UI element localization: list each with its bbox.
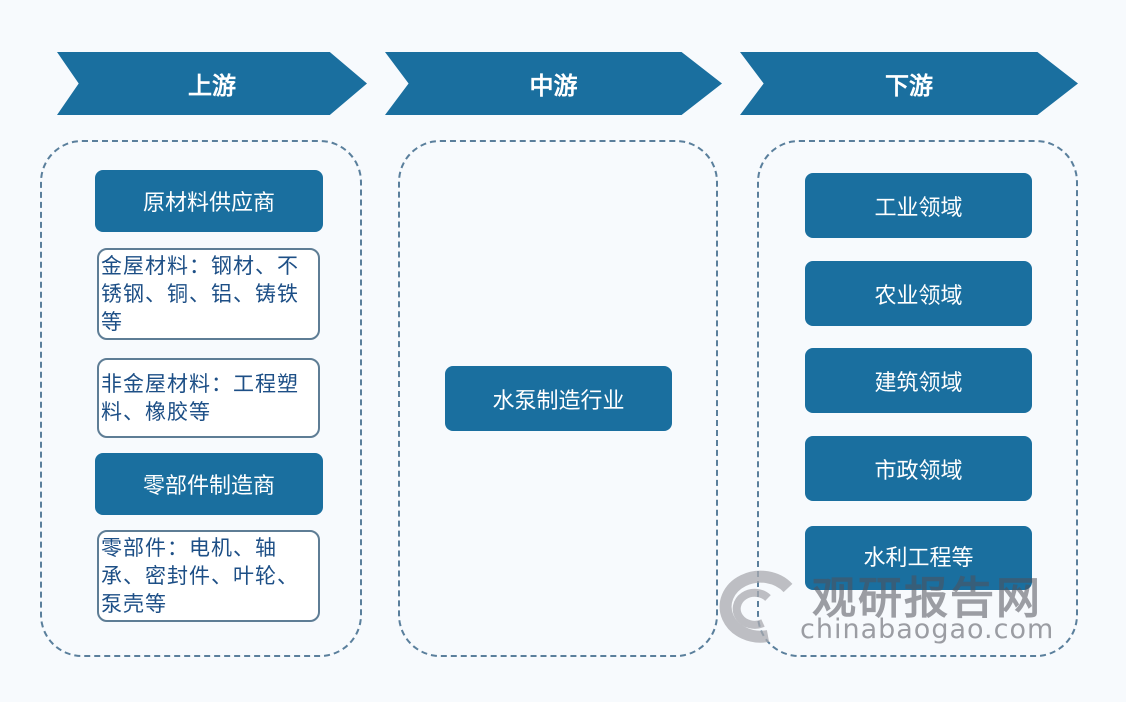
component-manufacturer: 零部件制造商 — [95, 453, 323, 515]
watermark-logo-icon — [719, 570, 793, 643]
midstream-header: 中游 — [385, 52, 722, 115]
raw-material-supplier: 原材料供应商 — [95, 170, 323, 232]
midstream-container — [398, 140, 718, 657]
watermark-url: chinabaogao.com — [800, 614, 1055, 645]
upstream-container — [40, 140, 362, 657]
metal-materials: 金屋材料：钢材、不锈钢、铜、铝、铸铁等 — [97, 248, 320, 340]
pump-manufacturing-industry: 水泵制造行业 — [445, 366, 672, 431]
downstream-municipal: 市政领域 — [805, 436, 1032, 501]
downstream-water-conservancy: 水利工程等 — [805, 526, 1032, 590]
downstream-agriculture: 农业领域 — [805, 261, 1032, 326]
upstream-header: 上游 — [57, 52, 367, 115]
downstream-construction: 建筑领域 — [805, 348, 1032, 413]
nonmetal-materials: 非金屋材料：工程塑料、橡胶等 — [97, 358, 320, 438]
downstream-industrial: 工业领域 — [805, 173, 1032, 238]
components: 零部件：电机、轴承、密封件、叶轮、泵壳等 — [97, 530, 320, 622]
watermark-name: 观研报告网 — [812, 573, 1042, 624]
downstream-header: 下游 — [740, 52, 1078, 115]
downstream-container — [757, 140, 1078, 657]
